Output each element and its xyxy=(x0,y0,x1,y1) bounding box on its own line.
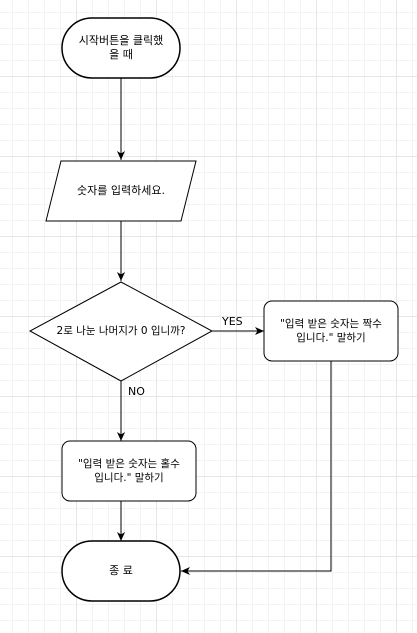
end-terminator xyxy=(61,540,181,602)
odd-process-box xyxy=(61,440,197,502)
input-parallelogram xyxy=(45,160,197,222)
even-process-box xyxy=(263,300,399,362)
odd-label: "입력 받은 숫자는 홀수 입니다." 말하기 xyxy=(78,458,180,484)
yes-edge-label: YES xyxy=(222,315,243,328)
decision-label: 2로 나눈 나머지가 0 입니까? xyxy=(56,325,186,337)
no-edge-label: NO xyxy=(128,385,145,398)
start-label: 시작버튼을 클릭했 을 때 xyxy=(78,34,164,61)
end-label: 종 료 xyxy=(109,564,133,577)
even-label: "입력 받은 숫자는 짝수 입니다." 말하기 xyxy=(280,318,382,344)
start-terminator xyxy=(61,17,181,79)
connector-even-to-end xyxy=(181,361,332,575)
input-label: 숫자를 입력하세요. xyxy=(77,184,165,197)
decision-diamond xyxy=(28,281,214,382)
